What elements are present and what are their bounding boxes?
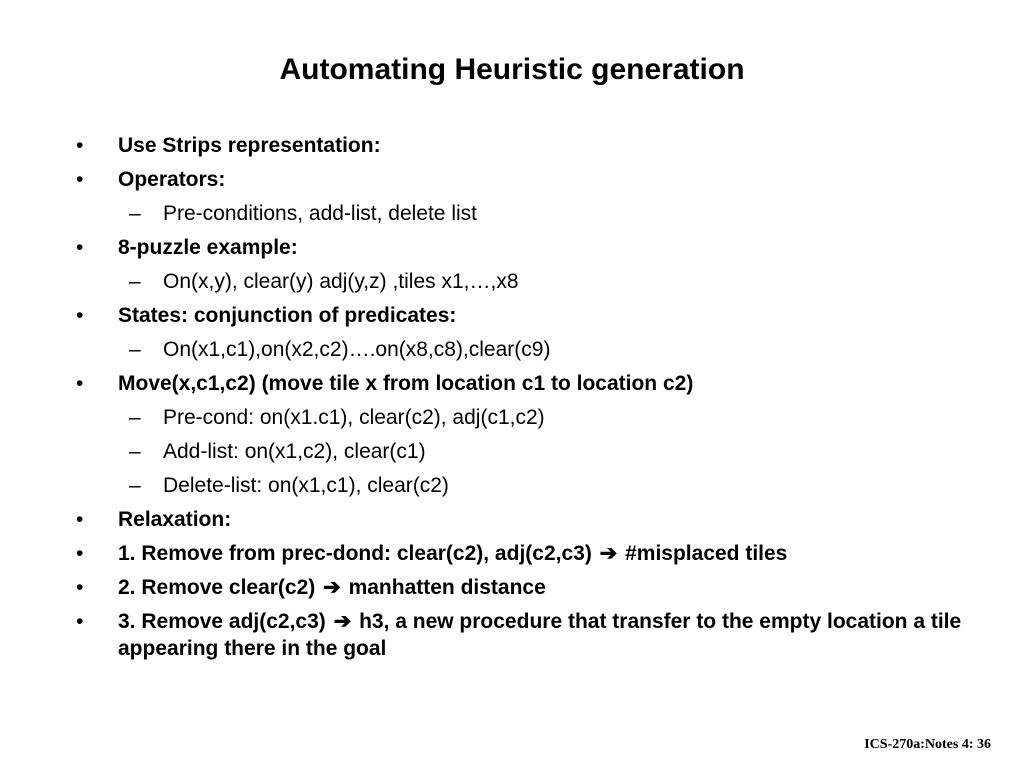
item-text: 1. Remove from prec-dond: clear(c2), adj… bbox=[118, 542, 592, 565]
item-text: Relaxation: bbox=[118, 508, 232, 531]
right-arrow-icon: ➔ bbox=[599, 542, 618, 565]
bullet-marker: • bbox=[76, 168, 84, 191]
item-text: Pre-cond: on(x1.c1), clear(c2), adj(c1,c… bbox=[163, 406, 545, 429]
right-arrow-icon: ➔ bbox=[333, 610, 352, 633]
bullet-item: • 1. Remove from prec-dond: clear(c2), ad… bbox=[76, 540, 976, 567]
bullet-item: • Move(x,c1,c2) (move tile x from locatio… bbox=[76, 370, 976, 397]
dash-marker: – bbox=[129, 440, 141, 463]
item-text: 3. Remove adj(c2,c3) bbox=[118, 610, 326, 633]
slide-title: Automating Heuristic generation bbox=[279, 53, 745, 86]
right-arrow-icon: ➔ bbox=[323, 576, 341, 599]
sub-bullet-item: –Pre-conditions, add-list, delete list bbox=[76, 200, 976, 227]
bullet-item: • Operators: bbox=[76, 166, 976, 193]
bullet-item: • States: conjunction of predicates: bbox=[76, 302, 976, 329]
bullet-item: • Relaxation: bbox=[76, 506, 976, 533]
bullet-marker: • bbox=[76, 134, 84, 157]
dash-marker: – bbox=[129, 338, 141, 361]
dash-marker: – bbox=[129, 270, 141, 293]
bullet-item: • Use Strips representation: bbox=[76, 132, 976, 159]
item-text: Add-list: on(x1,c2), clear(c1) bbox=[163, 440, 426, 463]
sub-bullet-item: –On(x,y), clear(y) adj(y,z) ,tiles x1,…,… bbox=[76, 268, 976, 295]
bullet-marker: • bbox=[76, 508, 84, 531]
dash-marker: – bbox=[129, 474, 141, 497]
bullet-marker: • bbox=[76, 304, 84, 327]
bullet-list: •Use Strips representation:•Operators:–P… bbox=[76, 132, 976, 669]
bullet-marker: • bbox=[76, 610, 84, 633]
item-text: Use Strips representation: bbox=[118, 134, 381, 157]
bullet-marker: • bbox=[76, 236, 84, 259]
dash-marker: – bbox=[129, 406, 141, 429]
item-text: On(x1,c1),on(x2,c2)….on(x8,c8),clear(c9) bbox=[163, 338, 551, 361]
item-text: Operators: bbox=[118, 168, 226, 191]
bullet-marker: • bbox=[76, 576, 84, 599]
item-text: States: conjunction of predicates: bbox=[118, 304, 457, 327]
sub-bullet-item: –Add-list: on(x1,c2), clear(c1) bbox=[76, 438, 976, 465]
item-result-text: #misplaced tiles bbox=[625, 542, 788, 565]
bullet-marker: • bbox=[76, 372, 84, 395]
item-text: Move(x,c1,c2) (move tile x from location… bbox=[118, 372, 694, 395]
sub-bullet-item: –Pre-cond: on(x1.c1), clear(c2), adj(c1,… bbox=[76, 404, 976, 431]
bullet-item: • 8-puzzle example: bbox=[76, 234, 976, 261]
item-text: On(x,y), clear(y) adj(y,z) ,tiles x1,…,x… bbox=[163, 270, 519, 293]
item-text: Delete-list: on(x1,c1), clear(c2) bbox=[163, 474, 449, 497]
item-result-text: manhatten distance bbox=[348, 576, 546, 599]
bullet-item: • 3. Remove adj(c2,c3) ➔ h3, a new proced… bbox=[76, 608, 976, 662]
bullet-marker: • bbox=[76, 542, 84, 565]
dash-marker: – bbox=[129, 202, 141, 225]
bullet-item: • 2. Remove clear(c2) ➔ manhatten distanc… bbox=[76, 574, 976, 601]
item-result-text: h3, a new procedure that transfer to the… bbox=[118, 610, 962, 660]
slide-footer: ICS-270a:Notes 4: 36 bbox=[864, 737, 991, 752]
sub-bullet-item: –Delete-list: on(x1,c1), clear(c2) bbox=[76, 472, 976, 499]
sub-bullet-item: –On(x1,c1),on(x2,c2)….on(x8,c8),clear(c9… bbox=[76, 336, 976, 363]
item-text: 8-puzzle example: bbox=[118, 236, 298, 259]
item-text: Pre-conditions, add-list, delete list bbox=[163, 202, 477, 225]
item-text: 2. Remove clear(c2) bbox=[118, 576, 316, 599]
